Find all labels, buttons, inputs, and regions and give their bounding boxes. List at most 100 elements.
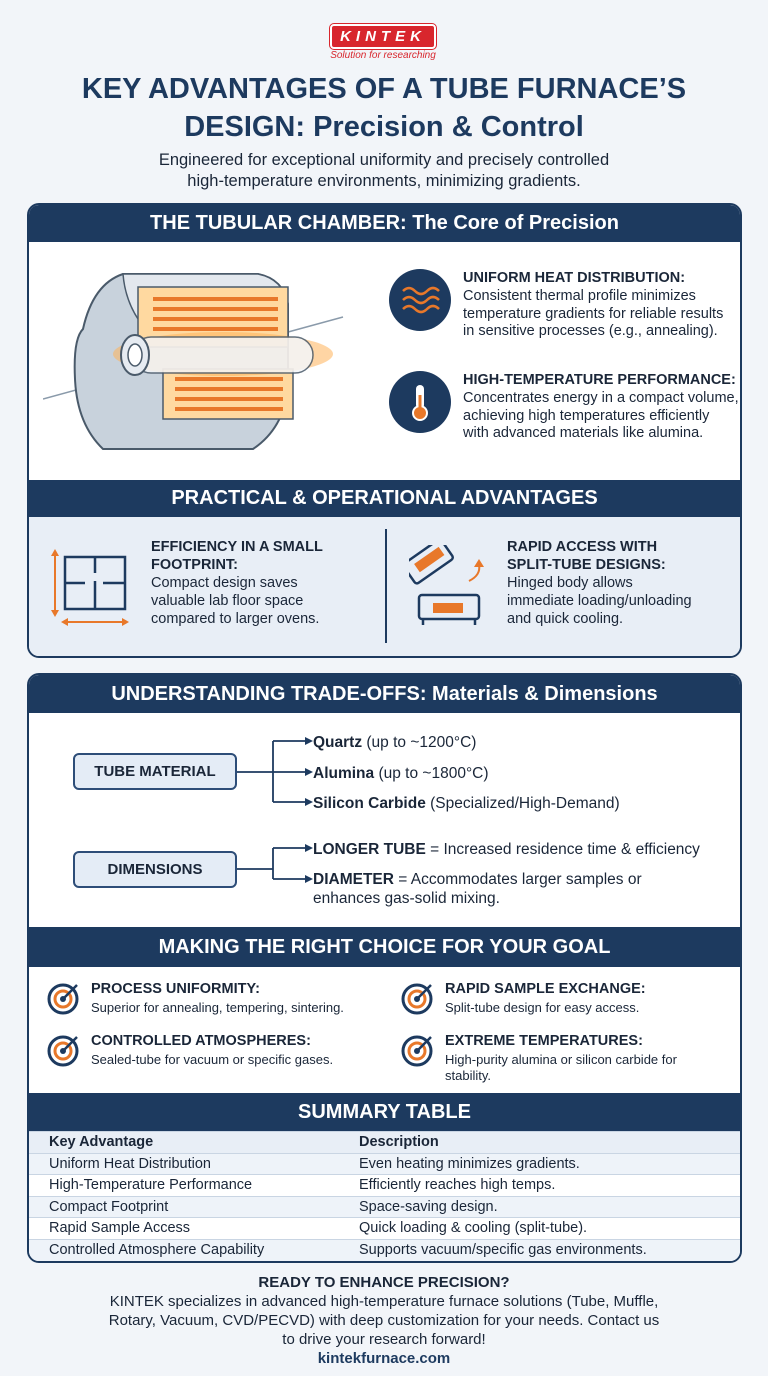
advantage-line: and quick cooling. <box>507 611 624 627</box>
goal-title: PROCESS UNIFORMITY: <box>91 981 260 997</box>
target-icon <box>47 983 79 1015</box>
thermometer-icon <box>389 371 451 433</box>
cta-heading: READY TO ENHANCE PRECISION? <box>258 1274 510 1291</box>
material-name: Quartz <box>313 734 363 751</box>
table-cell: Even heating minimizes gradients. <box>339 1152 740 1175</box>
goal-item: RAPID SAMPLE EXCHANGE: Split-tube design… <box>401 981 731 1021</box>
summary-table: Key Advantage Description Uniform Heat D… <box>29 1131 740 1261</box>
goal-item: CONTROLLED ATMOSPHERES: Sealed-tube for … <box>47 1033 377 1073</box>
goal-item: PROCESS UNIFORMITY: Superior for anneali… <box>47 981 377 1021</box>
cta-line: Rotary, Vacuum, CVD/PECVD) with deep cus… <box>108 1312 660 1329</box>
advantage-line: valuable lab floor space <box>151 593 304 609</box>
material-name: Silicon Carbide <box>313 795 426 812</box>
table-cell: Compact Footprint <box>29 1195 339 1218</box>
feature-line: achieving high temperatures efficiently <box>463 407 710 424</box>
feature-high-temp: HIGH-TEMPERATURE PERFORMANCE: Concentrat… <box>389 371 740 461</box>
page-subtitle: Engineered for exceptional uniformity an… <box>40 150 728 192</box>
chamber-card: THE TUBULAR CHAMBER: The Core of Precisi… <box>27 203 742 658</box>
website-link[interactable]: kintekfurnace.com <box>317 1350 451 1367</box>
kintek-logo: KINTEK Solution for researching <box>314 24 452 61</box>
advantage-title: SPLIT-TUBE DESIGNS: <box>507 556 666 573</box>
table-cell: Rapid Sample Access <box>29 1217 339 1239</box>
title-line: DESIGN: Precision & Control <box>184 111 584 143</box>
heat-waves-icon <box>389 269 451 331</box>
split-tube-advantage: RAPID ACCESS WITH SPLIT-TUBE DESIGNS: Hi… <box>507 539 739 628</box>
feature-text: Consistent thermal profile minimizes tem… <box>463 288 740 341</box>
feature-line: temperature gradients for reliable resul… <box>463 305 724 322</box>
tradeoffs-card: UNDERSTANDING TRADE-OFFS: Materials & Di… <box>27 673 742 1263</box>
feature-title: HIGH-TEMPERATURE PERFORMANCE: <box>463 372 736 388</box>
dimension-note: = Increased residence time & efficiency <box>425 841 700 858</box>
table-cell: Uniform Heat Distribution <box>29 1152 339 1175</box>
target-icon <box>401 983 433 1015</box>
chamber-heading: THE TUBULAR CHAMBER: The Core of Precisi… <box>29 205 740 242</box>
tradeoffs-heading: UNDERSTANDING TRADE-OFFS: Materials & Di… <box>29 675 740 713</box>
table-header-row: Key Advantage Description <box>29 1131 740 1153</box>
subtitle-line: high-temperature environments, minimizin… <box>187 172 581 190</box>
goal-text: High-purity alumina or silicon carbide f… <box>445 1052 735 1084</box>
cta-line: KINTEK specializes in advanced high-temp… <box>109 1293 659 1310</box>
feature-uniform-heat: UNIFORM HEAT DISTRIBUTION: Consistent th… <box>389 269 740 359</box>
dimension-option: LONGER TUBE = Increased residence time &… <box>313 840 740 859</box>
divider <box>385 529 387 643</box>
feature-text: Concentrates energy in a compact volume,… <box>463 390 740 443</box>
advantage-line: immediate loading/unloading <box>507 593 692 609</box>
material-option: Alumina (up to ~1800°C) <box>313 764 740 783</box>
material-name: Alumina <box>313 765 375 782</box>
goal-text: Split-tube design for easy access. <box>445 1000 640 1015</box>
table-cell: Controlled Atmosphere Capability <box>29 1238 339 1261</box>
floor-plan-icon <box>51 549 129 626</box>
table-cell: Quick loading & cooling (split-tube). <box>339 1217 740 1239</box>
column-header: Key Advantage <box>29 1131 339 1153</box>
goal-title: EXTREME TEMPERATURES: <box>445 1033 643 1049</box>
split-tube-icon <box>409 545 484 625</box>
summary-heading: SUMMARY TABLE <box>29 1093 740 1131</box>
advantage-line: compared to larger ovens. <box>151 611 320 627</box>
practical-heading: PRACTICAL & OPERATIONAL ADVANTAGES <box>29 480 740 517</box>
dimension-note: = Accommodates larger samples or <box>393 871 642 888</box>
cta-line: to drive your research forward! <box>282 1331 486 1348</box>
dimensions-label: DIMENSIONS <box>73 851 237 888</box>
dimension-note: enhances gas-solid mixing. <box>313 890 500 907</box>
goal-title: CONTROLLED ATMOSPHERES: <box>91 1033 311 1049</box>
tube-material-label: TUBE MATERIAL <box>73 753 237 790</box>
column-header: Description <box>339 1131 740 1153</box>
brand-tagline: Solution for researching <box>330 50 436 61</box>
brand-name: KINTEK <box>330 24 436 49</box>
practical-panel: EFFICIENCY IN A SMALL FOOTPRINT: Compact… <box>29 517 740 656</box>
material-note: (up to ~1200°C) <box>362 734 477 751</box>
advantage-title: FOOTPRINT: <box>151 556 238 573</box>
advantage-line: Hinged body allows <box>507 575 633 591</box>
tube-furnace-illustration <box>43 273 344 450</box>
material-note: (Specialized/High-Demand) <box>425 795 620 812</box>
goal-line: stability. <box>445 1068 491 1083</box>
goal-line: High-purity alumina or silicon carbide f… <box>445 1052 677 1067</box>
title-line: KEY ADVANTAGES OF A TUBE FURNACE’S <box>81 73 687 105</box>
feature-line: in sensitive processes (e.g., annealing)… <box>463 323 718 339</box>
target-icon <box>47 1035 79 1067</box>
material-note: (up to ~1800°C) <box>374 765 489 782</box>
goal-text: Sealed-tube for vacuum or specific gases… <box>91 1052 334 1067</box>
material-connector <box>237 737 313 806</box>
footprint-advantage: EFFICIENCY IN A SMALL FOOTPRINT: Compact… <box>151 539 381 628</box>
page-title: KEY ADVANTAGES OF A TUBE FURNACE’S DESIG… <box>20 70 748 146</box>
dimension-name: DIAMETER <box>313 871 394 888</box>
goal-title: RAPID SAMPLE EXCHANGE: <box>445 981 646 997</box>
subtitle-line: Engineered for exceptional uniformity an… <box>158 151 610 169</box>
feature-title: UNIFORM HEAT DISTRIBUTION: <box>463 270 686 286</box>
goals-heading: MAKING THE RIGHT CHOICE FOR YOUR GOAL <box>29 927 740 967</box>
target-icon <box>401 1035 433 1067</box>
advantage-title: EFFICIENCY IN A SMALL <box>151 539 323 555</box>
feature-line: Consistent thermal profile minimizes <box>463 288 696 304</box>
material-option: Silicon Carbide (Specialized/High-Demand… <box>313 794 740 813</box>
dimension-name: LONGER TUBE <box>313 841 426 858</box>
table-cell: Space-saving design. <box>339 1195 740 1218</box>
feature-line: with advanced materials like alumina. <box>463 425 704 441</box>
goal-item: EXTREME TEMPERATURES: High-purity alumin… <box>401 1033 731 1089</box>
table-cell: Efficiently reaches high temps. <box>339 1174 740 1196</box>
dimension-option: DIAMETER = Accommodates larger samples o… <box>313 870 740 908</box>
